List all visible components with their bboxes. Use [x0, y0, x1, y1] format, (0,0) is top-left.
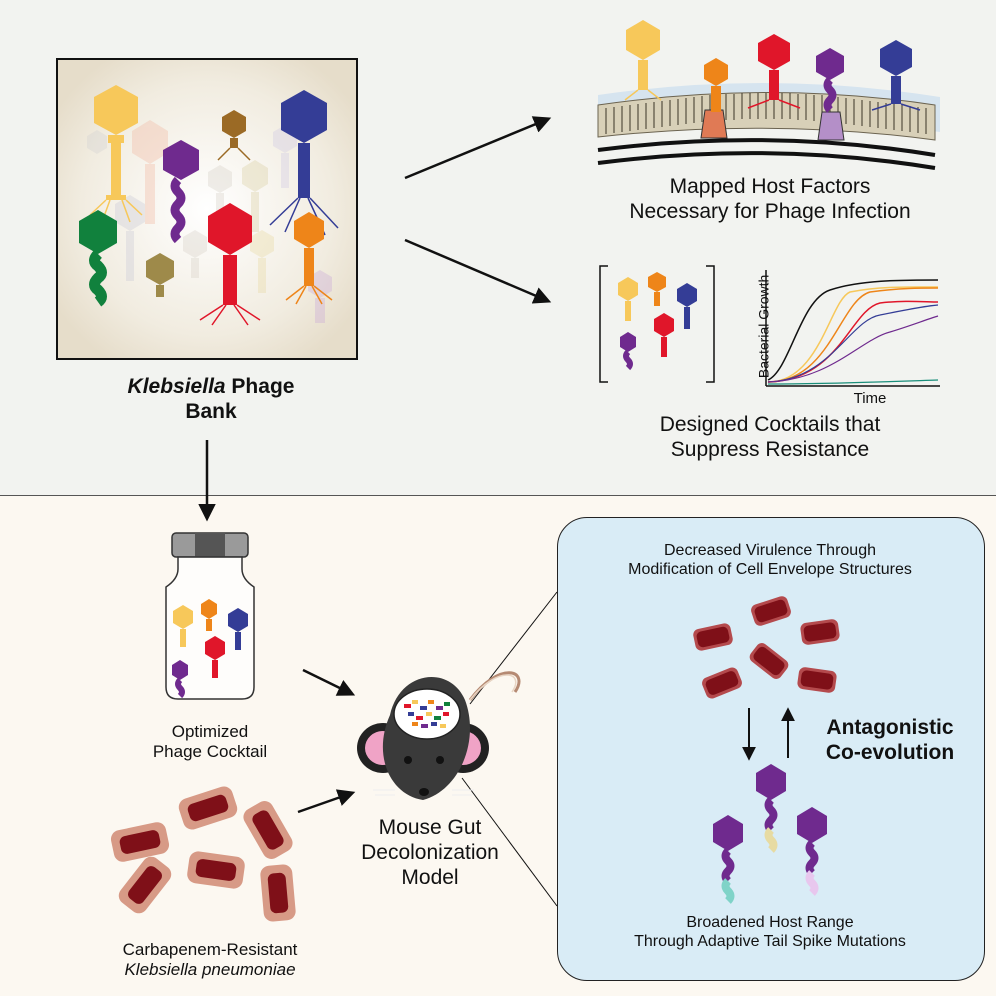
phage-bank-box: [56, 58, 358, 360]
arrow-icon: [404, 116, 552, 180]
optimized-cocktail-label: Optimized Phage Cocktail: [120, 722, 300, 763]
host-range-line2: Through Adaptive Tail Spike Mutations: [634, 933, 906, 951]
phage-icon: [871, 40, 921, 111]
bacterium-icon: [702, 667, 742, 699]
phage-icon: [228, 608, 248, 650]
bacteria-cluster: [110, 786, 296, 922]
bacterium-icon: [800, 619, 840, 645]
phage-icon: [79, 210, 117, 307]
coevolution-line2: Co-evolution: [825, 741, 955, 765]
mouse-model-label: Mouse Gut Decolonization Model: [345, 815, 515, 891]
growth-chart-ylabel: Bacterial Growth: [755, 274, 772, 379]
phage-icon: [756, 764, 786, 853]
coevolution-line1: Antagonistic: [826, 716, 954, 739]
phage-icon: [618, 277, 638, 321]
bacterium-icon: [751, 596, 791, 626]
arrow-icon: [404, 238, 552, 304]
phage-icon: [89, 85, 143, 223]
host-range-line1: Broadened Host Range: [686, 914, 854, 931]
optimized-cocktail-line2: Phage Cocktail: [152, 742, 268, 762]
phage-icon: [797, 807, 827, 896]
growth-chart-icon: [765, 270, 940, 387]
callout-phages: [713, 764, 827, 904]
bacteria-label: Carbapenem-Resistant Klebsiella pneumoni…: [80, 940, 340, 981]
arrow-icon: [297, 789, 356, 814]
cocktails-line2: Suppress Resistance: [670, 438, 870, 462]
virulence-label: Decreased Virulence Through Modification…: [565, 541, 975, 579]
bacterium-icon: [187, 851, 245, 889]
mouse-model-line2: Decolonization: [361, 841, 499, 865]
bacterium-icon: [797, 667, 837, 693]
phage-bank-title: Klebsiella Phage Bank: [96, 374, 326, 424]
coevolution-callout: [557, 517, 985, 981]
bacterium-icon: [118, 856, 172, 914]
host-factors-line2: Necessary for Phage Infection: [629, 200, 911, 224]
cocktails-label: Designed Cocktails that Suppress Resista…: [595, 412, 945, 462]
mouse-model-line1: Mouse Gut: [378, 816, 482, 839]
growth-chart-xlabel: Time: [853, 390, 887, 407]
phage-icon: [713, 815, 743, 904]
host-factors-label: Mapped Host Factors Necessary for Phage …: [590, 174, 950, 224]
bacterium-icon: [260, 864, 296, 922]
phage-icon: [269, 90, 339, 236]
bacterium-icon: [178, 786, 238, 830]
phage-icon: [704, 58, 728, 112]
bacterium-icon: [243, 801, 293, 859]
phage-icon: [285, 212, 333, 305]
phage-icon: [654, 313, 674, 357]
phage-bank-title-rest: Phage: [225, 375, 295, 398]
phage-bank-title-line2: Bank: [185, 400, 237, 424]
phage-bank-title-italic: Klebsiella: [127, 375, 226, 398]
cocktail-bracket: [599, 265, 715, 383]
vial-icon: [165, 532, 255, 700]
membrane-icon: [597, 20, 940, 170]
phage-icon: [201, 599, 217, 631]
mouse-model-line3: Model: [401, 866, 459, 890]
bacteria-label-line1: Carbapenem-Resistant: [122, 940, 298, 959]
phage-icon: [648, 272, 666, 306]
panel-divider: [0, 495, 996, 496]
phage-icon: [816, 48, 844, 113]
virulence-line1: Decreased Virulence Through: [664, 542, 876, 559]
host-range-label: Broadened Host Range Through Adaptive Ta…: [565, 913, 975, 951]
phage-icon: [199, 203, 261, 326]
optimized-cocktail-line1: Optimized: [171, 722, 249, 741]
bacterium-icon: [110, 822, 170, 862]
phage-icon: [747, 34, 801, 109]
bacterium-icon: [749, 643, 789, 679]
mouse-icon: [357, 671, 521, 800]
bacteria-label-line2: Klebsiella pneumoniae: [124, 960, 296, 980]
phage-icon: [217, 110, 251, 161]
phage-icon: [172, 660, 188, 699]
coevolution-label: Antagonistic Co-evolution: [805, 715, 975, 765]
cocktails-line1: Designed Cocktails that: [659, 413, 881, 436]
phage-icon: [624, 20, 662, 101]
virulence-line2: Modification of Cell Envelope Structures: [628, 561, 912, 579]
phage-icon: [620, 332, 636, 371]
phage-icon: [163, 140, 199, 244]
phage-icon: [205, 636, 225, 678]
callout-bacteria: [693, 596, 840, 699]
phage-icon: [677, 283, 697, 329]
arrow-icon: [302, 668, 356, 696]
phage-icon: [173, 605, 193, 647]
phage-icon: [146, 253, 174, 297]
host-factors-line1: Mapped Host Factors: [669, 175, 871, 198]
bacterium-icon: [693, 623, 733, 651]
